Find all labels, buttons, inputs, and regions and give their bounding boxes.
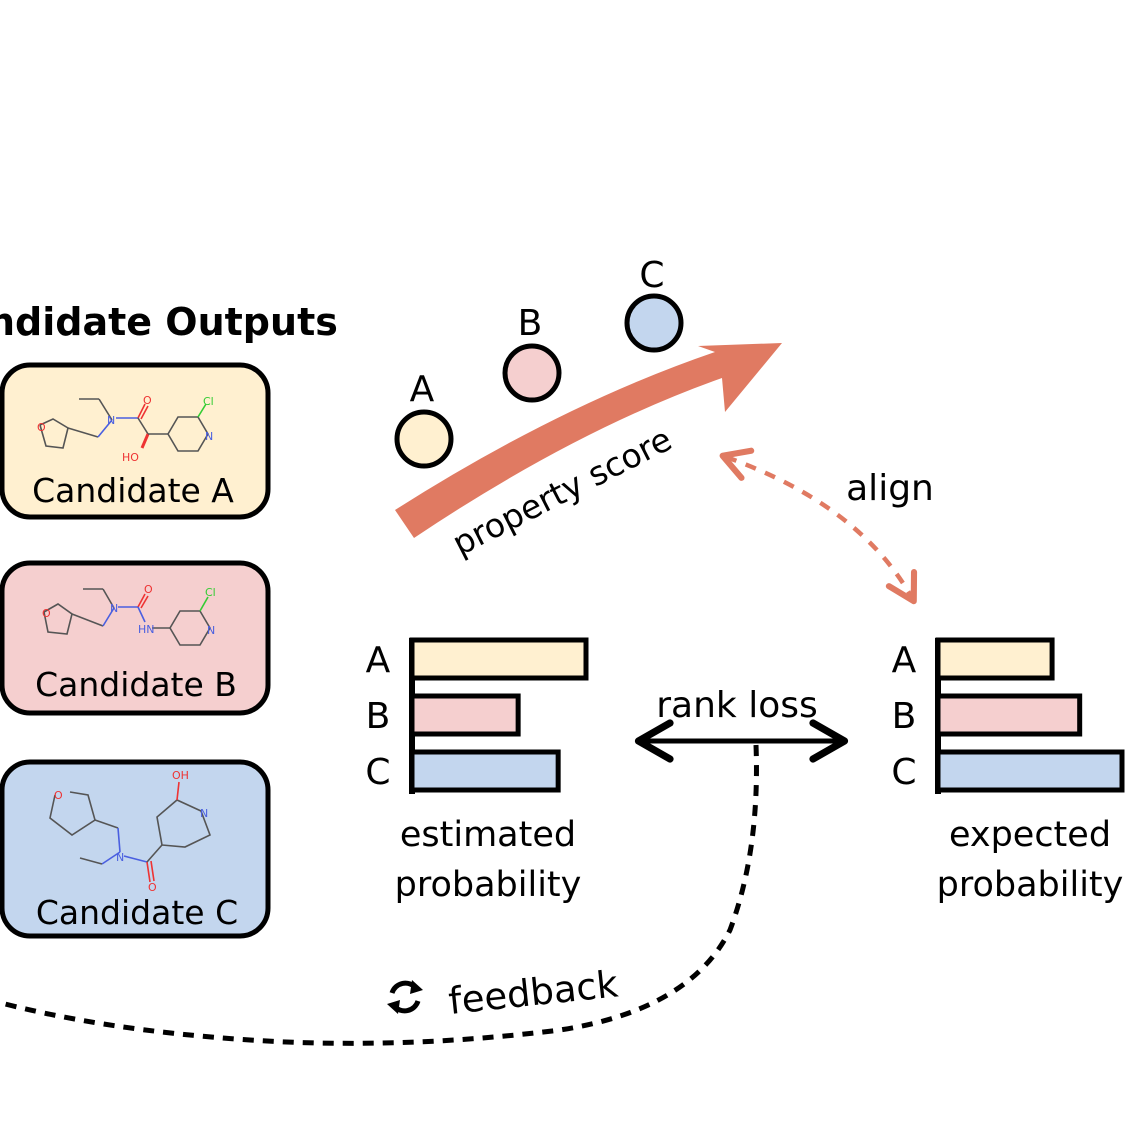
- atom-label: Cl: [203, 395, 214, 408]
- property-point-b-label: B: [518, 303, 543, 344]
- candidate-label-a: Candidate A: [32, 471, 234, 510]
- expected-tick-label-b: B: [892, 696, 917, 737]
- property-score-arrow: [395, 343, 782, 538]
- estimated-tick-label-a: A: [366, 640, 391, 681]
- refresh-cycle-icon: [387, 980, 423, 1014]
- section-title: ndidate Outputs: [0, 300, 338, 344]
- atom-label: O: [37, 421, 46, 434]
- atom-label: HN: [138, 623, 155, 636]
- property-point-a-label: A: [410, 369, 435, 410]
- property-point-c-circle: [624, 293, 684, 353]
- candidate-label-c: Candidate C: [36, 893, 238, 932]
- estimated-tick-label-c: C: [365, 752, 390, 793]
- expected-probability-chart: ABC: [891, 637, 1125, 794]
- atom-label: O: [42, 607, 51, 620]
- atom-label: HO: [122, 451, 139, 464]
- candidate-card-a-box: [0, 362, 271, 520]
- expected-caption-line1: expected: [949, 815, 1111, 855]
- property-point-a: A: [394, 369, 454, 469]
- property-point-b: B: [502, 303, 562, 403]
- expected-bar-a: [935, 637, 1055, 681]
- atom-label: N: [200, 807, 208, 820]
- molecule-structure-b: [43, 588, 211, 646]
- expected-tick-label-a: A: [892, 640, 917, 681]
- candidate-card-b-box: [0, 560, 271, 716]
- property-point-c: C: [624, 255, 684, 353]
- atom-label: O: [143, 394, 152, 407]
- atom-label: O: [144, 583, 153, 596]
- rank-loss-label: rank loss: [656, 685, 818, 726]
- atom-label: OH: [172, 769, 189, 782]
- atom-label: N: [116, 851, 124, 864]
- property-point-c-label: C: [639, 255, 664, 296]
- atom-label: N: [107, 414, 115, 427]
- estimated-tick-label-b: B: [366, 696, 391, 737]
- estimated-probability-chart: ABC: [365, 637, 589, 794]
- feedback-path: [0, 744, 759, 1046]
- expected-bar-b: [935, 693, 1083, 737]
- estimated-bar-b: [409, 693, 521, 737]
- molecule-structure-a: [39, 398, 209, 452]
- atom-label: Cl: [205, 586, 216, 599]
- expected-tick-label-c: C: [891, 752, 916, 793]
- align-label: align: [846, 468, 934, 509]
- estimated-bar-a: [409, 637, 589, 681]
- align-arrow: [719, 447, 918, 605]
- atom-label: O: [54, 789, 63, 802]
- expected-caption-line2: probability: [937, 865, 1124, 905]
- estimated-caption-line1: estimated: [400, 815, 576, 855]
- atom-label: N: [205, 430, 213, 443]
- candidate-label-b: Candidate B: [35, 665, 237, 704]
- estimated-bar-c: [409, 749, 561, 793]
- expected-bar-c: [935, 749, 1125, 793]
- atom-label: O: [148, 881, 157, 894]
- candidate-card-c-box: [0, 759, 271, 939]
- candidate-card-b: O N O HN Cl N Candidate B: [0, 560, 271, 716]
- estimated-caption-line2: probability: [395, 865, 582, 905]
- candidate-card-a: O N O HO Cl N Candidate A: [0, 362, 271, 520]
- candidate-card-c: O N O OH N Candidate C: [0, 759, 271, 939]
- molecule-structure-c: [49, 781, 212, 883]
- atom-label: N: [110, 602, 118, 615]
- feedback-label: feedback: [446, 962, 620, 1023]
- atom-label: N: [207, 624, 215, 637]
- property-point-b-circle: [502, 343, 562, 403]
- property-point-a-circle: [394, 409, 454, 469]
